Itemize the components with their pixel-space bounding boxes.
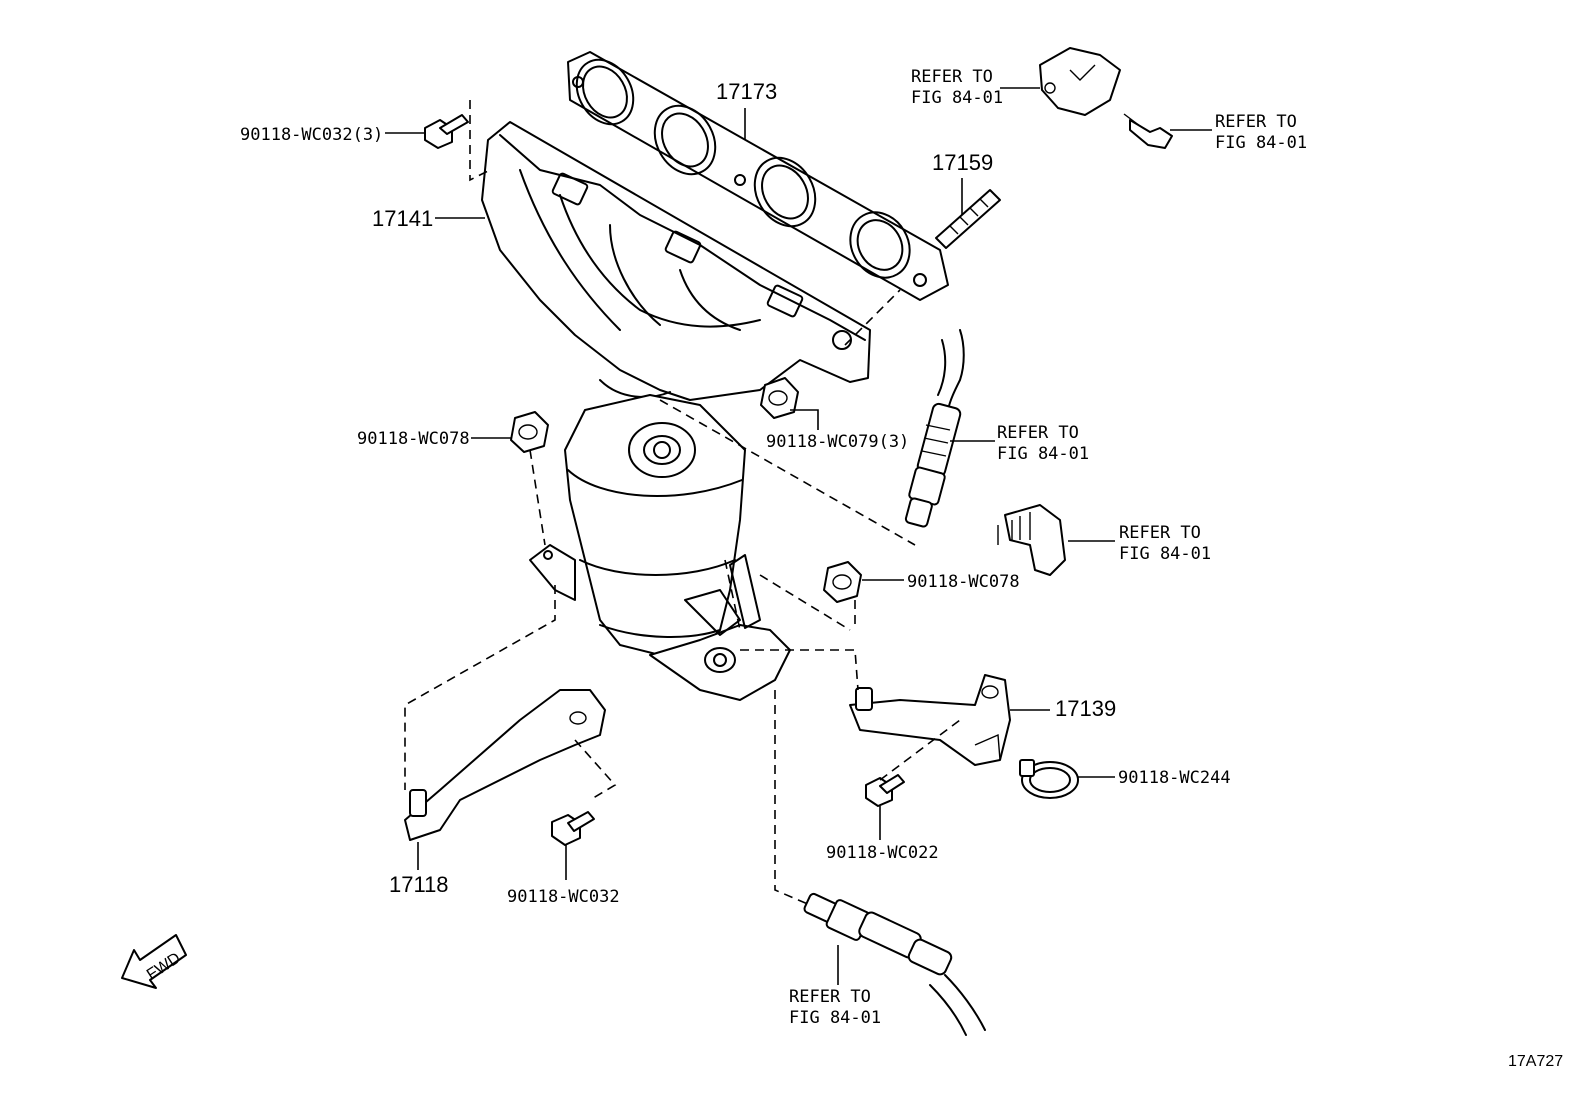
exhaust-manifold[interactable]	[481, 121, 871, 401]
sensor-clip[interactable]	[997, 504, 1066, 576]
refer-line1: REFER TO	[911, 67, 993, 87]
refer-upper-sensor: REFER TO FIG 84-01	[997, 423, 1089, 464]
refer-line2: FIG 84-01	[1215, 133, 1307, 153]
refer-lower-sensor: REFER TO FIG 84-01	[789, 987, 881, 1028]
bolt-wc022[interactable]	[865, 774, 905, 807]
refer-line2: FIG 84-01	[789, 1008, 881, 1028]
fwd-arrow-icon: FWD	[121, 934, 187, 989]
label-17139: 17139	[1055, 696, 1116, 721]
clamp-wc244[interactable]	[1019, 759, 1079, 799]
heat-shield-bracket[interactable]	[1039, 47, 1121, 116]
label-90118-wc079-qty3: 90118-WC079(3)	[766, 432, 909, 452]
catalytic-converter[interactable]	[529, 394, 791, 701]
bracket-17139[interactable]	[849, 674, 1011, 766]
nut-wc078-left[interactable]	[510, 411, 549, 453]
label-90118-wc078-left: 90118-WC078	[357, 429, 470, 449]
oxygen-sensor-lower[interactable]	[803, 892, 986, 1036]
bolt-wc032-bottom[interactable]	[551, 811, 595, 846]
label-90118-wc244: 90118-WC244	[1118, 768, 1231, 788]
label-90118-wc032: 90118-WC032	[507, 887, 620, 907]
assembly-dashed-lines	[404, 100, 961, 906]
refer-line1: REFER TO	[1215, 112, 1297, 132]
leader-lines	[385, 87, 1212, 985]
refer-line2: FIG 84-01	[1119, 544, 1211, 564]
oxygen-sensor-upper[interactable]	[904, 329, 965, 528]
refer-line1: REFER TO	[997, 423, 1079, 443]
refer-line2: FIG 84-01	[997, 444, 1089, 464]
label-17141: 17141	[372, 206, 433, 231]
refer-line1: REFER TO	[1119, 523, 1201, 543]
label-17173: 17173	[716, 79, 777, 104]
exhaust-manifold-gasket[interactable]	[565, 50, 949, 301]
nut-wc078-right[interactable]	[823, 561, 862, 603]
nut-wc079[interactable]	[760, 377, 799, 419]
stud-17159[interactable]	[935, 189, 1001, 249]
label-17118: 17118	[389, 872, 449, 897]
bracket-17118[interactable]	[404, 689, 606, 841]
refer-bolt: REFER TO FIG 84-01	[1215, 112, 1307, 153]
label-90118-wc032-qty3: 90118-WC032(3)	[240, 125, 383, 145]
bolt-refer-top[interactable]	[1123, 113, 1173, 149]
refer-line1: REFER TO	[789, 987, 871, 1007]
label-90118-wc022: 90118-WC022	[826, 843, 939, 863]
bolt-wc032-top[interactable]	[424, 114, 469, 149]
label-17159: 17159	[932, 150, 993, 175]
refer-line2: FIG 84-01	[911, 88, 1003, 108]
refer-heat-shield: REFER TO FIG 84-01	[911, 67, 1003, 108]
label-90118-wc078-right: 90118-WC078	[907, 572, 1020, 592]
diagram-code: 17A727	[1508, 1053, 1563, 1070]
refer-clip: REFER TO FIG 84-01	[1119, 523, 1211, 564]
